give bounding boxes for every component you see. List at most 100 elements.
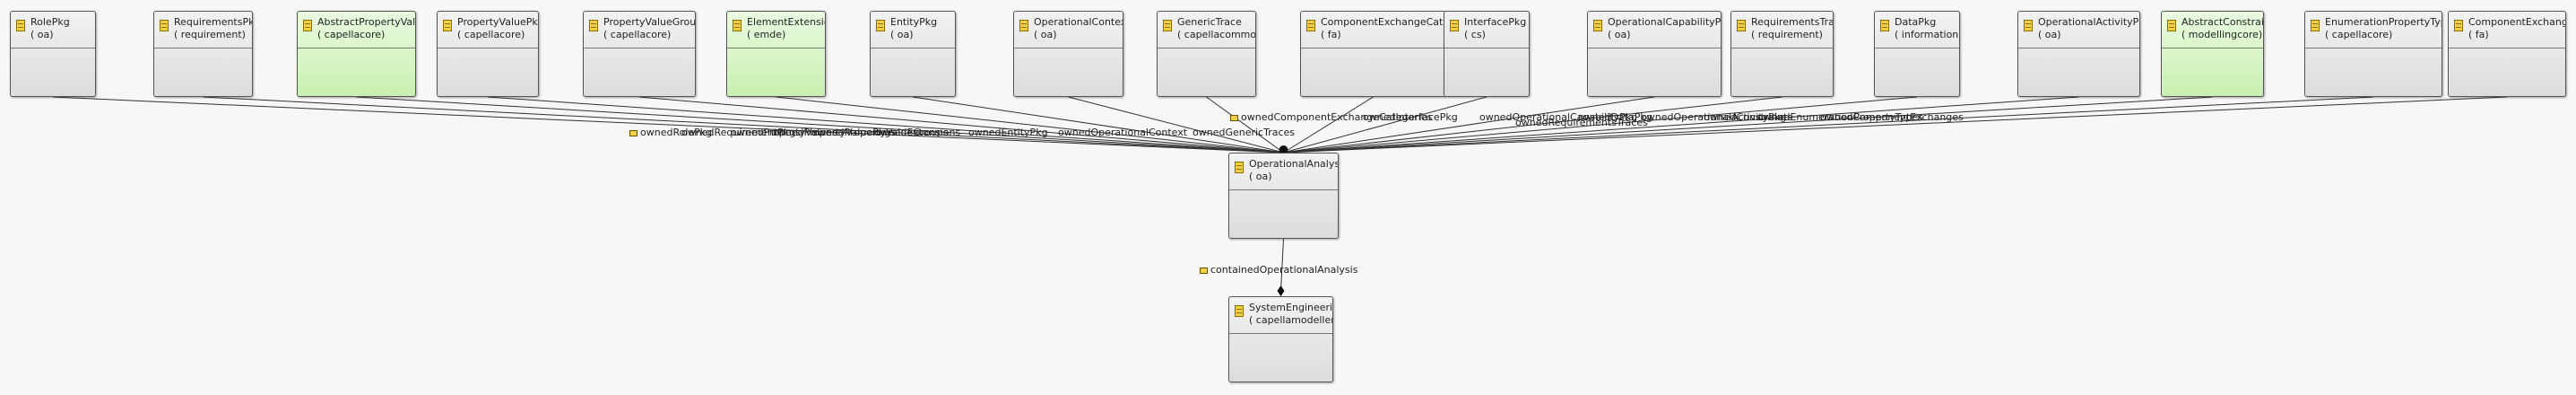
class-icon bbox=[1306, 20, 1315, 31]
edge-label-ownedextensions[interactable]: ownedExtensions bbox=[874, 127, 960, 138]
class-operationalcapabilitypkg[interactable]: OperationalCapabilityPkg ( oa) bbox=[1587, 11, 1722, 97]
edge-label-containedoperationalanalysis[interactable]: containedOperationalAnalysis bbox=[1200, 264, 1357, 276]
edge-enumerationpropertytype-to-operationalanalysis[interactable] bbox=[1283, 96, 2374, 154]
edge-label-ownedrequirementstraces[interactable]: ownedRequirementsTraces bbox=[1515, 117, 1648, 128]
edge-label-ownedpropertyvaluepkgs[interactable]: ownedPropertyValuePkgs bbox=[771, 127, 896, 138]
edge-requirementspkg-to-operationalanalysis[interactable] bbox=[203, 96, 1284, 154]
class-rolepkg[interactable]: RolePkg ( oa) bbox=[10, 11, 96, 97]
edge-label-text: ownedPropertyValues bbox=[731, 127, 837, 138]
class-icon bbox=[1880, 20, 1889, 31]
class-package: ( capellacommon) bbox=[1177, 29, 1255, 40]
class-name: OperationalAnalysis bbox=[1249, 158, 1338, 170]
class-requirementstrace[interactable]: RequirementsTrace ( requirement) bbox=[1730, 11, 1834, 97]
edge-label-text: ownedDataPkg bbox=[1578, 111, 1652, 123]
edge-label-ownedoperationalcontext[interactable]: ownedOperationalContext bbox=[1058, 127, 1187, 138]
class-package: ( capellacore) bbox=[457, 29, 525, 40]
class-abstractpropertyvalue[interactable]: AbstractPropertyValue ( capellacore) bbox=[297, 11, 416, 97]
edge-label-text: ownedEntityPkg bbox=[968, 127, 1048, 138]
class-name: OperationalCapabilityPkg bbox=[1608, 16, 1721, 28]
edge-operationalanalysis-to-systemengineering[interactable] bbox=[1280, 238, 1284, 292]
edge-label-ownedrolepkg[interactable]: ownedRolePkg bbox=[629, 127, 712, 138]
class-name: OperationalActivityPkg bbox=[2038, 16, 2139, 28]
class-package: ( oa) bbox=[2038, 29, 2061, 40]
class-componentexchange[interactable]: ComponentExchange ( fa) bbox=[2448, 11, 2566, 97]
edge-label-ownedpropertyvalues[interactable]: ownedPropertyValues bbox=[731, 127, 837, 138]
class-generictrace[interactable]: GenericTrace ( capellacommon) bbox=[1157, 11, 1256, 97]
class-icon bbox=[16, 20, 25, 31]
class-datapkg[interactable]: DataPkg ( information) bbox=[1874, 11, 1960, 97]
class-propertyvaluegroup[interactable]: PropertyValueGroup ( capellacore) bbox=[583, 11, 696, 97]
edge-elementextension-to-operationalanalysis[interactable] bbox=[776, 96, 1284, 154]
edge-label-ownedgenerictraces[interactable]: ownedGenericTraces bbox=[1193, 127, 1295, 138]
class-name: DataPkg bbox=[1895, 16, 1937, 28]
edge-rolepkg-to-operationalanalysis[interactable] bbox=[52, 96, 1284, 154]
class-icon bbox=[443, 20, 452, 31]
edge-label-ownedcomponentexchangecategories[interactable]: ownedComponentExchangeCategories bbox=[1230, 111, 1432, 123]
edge-label-text: ownedOperationalActivityPkg bbox=[1641, 111, 1787, 123]
class-operationalanalysis[interactable]: OperationalAnalysis ( oa) bbox=[1228, 153, 1339, 239]
class-elementextension[interactable]: ElementExtension ( emde) bbox=[726, 11, 826, 97]
class-propertyvaluepkg[interactable]: PropertyValuePkg ( capellacore) bbox=[437, 11, 539, 97]
class-operationalcontext[interactable]: OperationalContext ( oa) bbox=[1013, 11, 1123, 97]
class-requirementspkg[interactable]: RequirementsPkg ( requirement) bbox=[153, 11, 253, 97]
edge-label-text: ownedGenericTraces bbox=[1193, 127, 1296, 138]
class-icon bbox=[589, 20, 598, 31]
edge-operationalactivitypkg-to-operationalanalysis[interactable] bbox=[1283, 96, 2079, 154]
class-abstractconstraint[interactable]: AbstractConstraint ( modellingcore) bbox=[2161, 11, 2264, 97]
edge-label-ownedrequirementpkgs[interactable]: ownedRequirementPkgs bbox=[681, 127, 801, 138]
edge-label-ownedinterfacepkg[interactable]: ownedInterfacePkg bbox=[1363, 111, 1458, 123]
class-systemengineering[interactable]: SystemEngineering ( capellamodeller) bbox=[1228, 296, 1333, 382]
class-interfacepkg[interactable]: InterfacePkg ( cs) bbox=[1444, 11, 1530, 97]
edge-label-text: ownedOperationalCapabilityPkg bbox=[1479, 111, 1638, 123]
edge-abstractconstraint-to-operationalanalysis[interactable] bbox=[1283, 96, 2213, 154]
class-icon bbox=[1737, 20, 1746, 31]
class-name: EnumerationPropertyType bbox=[2325, 16, 2442, 28]
edge-interfacepkg-to-operationalanalysis[interactable] bbox=[1283, 96, 1487, 154]
class-package: ( capellacore) bbox=[317, 29, 386, 40]
class-package: ( requirement) bbox=[1751, 29, 1823, 40]
class-icon bbox=[1235, 305, 1244, 317]
class-name: SystemEngineering bbox=[1249, 302, 1332, 313]
edge-label-text: ownedPropertyValueGroups bbox=[811, 127, 949, 138]
edge-label-text: ownedInterfacePkg bbox=[1363, 111, 1458, 123]
edge-entitypkg-to-operationalanalysis[interactable] bbox=[912, 96, 1284, 154]
edge-label-text: ownedRequirementPkgs bbox=[681, 127, 801, 138]
class-package: ( fa) bbox=[1321, 29, 1341, 40]
class-name: RolePkg bbox=[30, 16, 70, 28]
class-name: RequirementsPkg bbox=[174, 16, 252, 28]
edge-label-ownedoperationalactivitypkg[interactable]: ownedOperationalActivityPkg bbox=[1641, 111, 1786, 123]
edge-componentexchange-to-operationalanalysis[interactable] bbox=[1283, 96, 2508, 154]
class-operationalactivitypkg[interactable]: OperationalActivityPkg ( oa) bbox=[2017, 11, 2140, 97]
edge-operationalcapabilitypkg-to-operationalanalysis[interactable] bbox=[1283, 96, 1655, 154]
class-name: PropertyValuePkg bbox=[457, 16, 538, 28]
edge-operationalcontext-to-operationalanalysis[interactable] bbox=[1068, 96, 1284, 154]
class-entitypkg[interactable]: EntityPkg ( oa) bbox=[870, 11, 956, 97]
edge-label-ownedenumerationpropertytypes[interactable]: ownedEnumerationPropertyTypes bbox=[1757, 111, 1923, 123]
edge-label-text: ownedRolePkg bbox=[640, 127, 713, 138]
edge-label-text: ownedRequirementsTraces bbox=[1515, 117, 1648, 128]
edge-requirementstrace-to-operationalanalysis[interactable] bbox=[1283, 96, 1782, 154]
edge-label-ownedconstraints[interactable]: ownedConstraints bbox=[1704, 111, 1792, 123]
edge-label-text: containedOperationalAnalysis bbox=[1210, 264, 1358, 276]
edge-label-text: ownedOperationalContext bbox=[1058, 127, 1188, 138]
class-icon bbox=[2454, 20, 2463, 31]
edge-label-ownedentitypkg[interactable]: ownedEntityPkg bbox=[968, 127, 1048, 138]
edge-label-ownedpropertyvaluegroups[interactable]: ownedPropertyValueGroups bbox=[811, 127, 948, 138]
edge-abstractpropertyvalue-to-operationalanalysis[interactable] bbox=[356, 96, 1284, 154]
edges bbox=[52, 96, 2508, 292]
class-name: RequirementsTrace bbox=[1751, 16, 1833, 28]
edge-label-ownedoperationalcapabilitypkg[interactable]: ownedOperationalCapabilityPkg bbox=[1479, 111, 1637, 123]
class-name: GenericTrace bbox=[1177, 16, 1242, 28]
class-componentexchangecategory[interactable]: ComponentExchangeCategory ( fa) bbox=[1300, 11, 1446, 97]
edge-propertyvaluegroup-to-operationalanalysis[interactable] bbox=[638, 96, 1284, 154]
edge-datapkg-to-operationalanalysis[interactable] bbox=[1283, 96, 1918, 154]
class-icon bbox=[1450, 20, 1459, 31]
edge-propertyvaluepkg-to-operationalanalysis[interactable] bbox=[487, 96, 1284, 154]
edge-label-owneddatapkg[interactable]: ownedDataPkg bbox=[1578, 111, 1652, 123]
edge-label-ownedcomponentexchanges[interactable]: ownedComponentExchanges bbox=[1820, 111, 1964, 123]
edge-label-text: ownedPropertyValuePkgs bbox=[771, 127, 896, 138]
edge-generictrace-to-operationalanalysis[interactable] bbox=[1206, 96, 1284, 154]
class-enumerationpropertytype[interactable]: EnumerationPropertyType ( capellacore) bbox=[2304, 11, 2442, 97]
edge-componentexchangecategory-to-operationalanalysis[interactable] bbox=[1283, 96, 1374, 154]
